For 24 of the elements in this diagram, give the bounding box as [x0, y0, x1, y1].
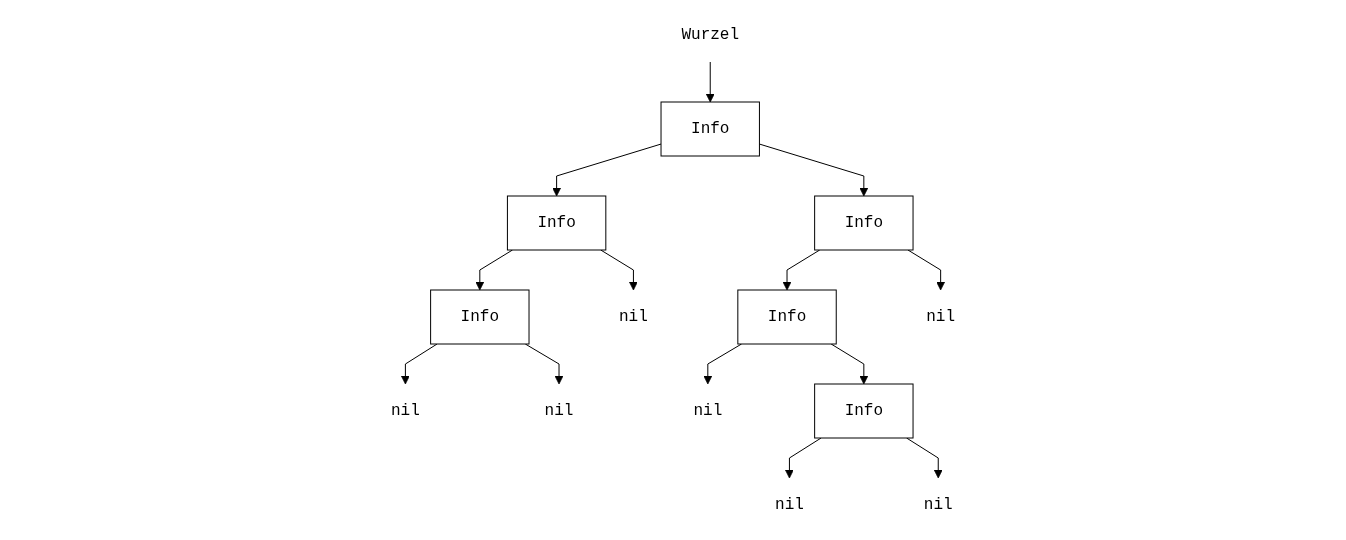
node-text: nil: [774, 496, 804, 514]
node-text: nil: [390, 402, 420, 420]
node-text: nil: [618, 308, 648, 326]
arrow: [785, 437, 822, 479]
node-box: Info: [506, 195, 607, 251]
node-box: Info: [814, 383, 914, 439]
arrow: [475, 249, 513, 291]
arrow: [907, 249, 945, 291]
arrow: [906, 437, 943, 479]
node-text: Wurzel: [681, 26, 739, 44]
node-text: nil: [923, 496, 953, 514]
node-text: nil: [926, 308, 956, 326]
node-box: Info: [737, 289, 837, 345]
arrow: [552, 143, 662, 197]
arrow: [705, 61, 715, 103]
node-box: Info: [660, 101, 760, 157]
arrow: [600, 249, 638, 291]
arrow: [703, 343, 742, 385]
node-box: Info: [430, 289, 530, 345]
node-text: nil: [544, 402, 574, 420]
node-box: Info: [814, 195, 914, 251]
arrow: [400, 343, 438, 385]
node-text: nil: [693, 402, 723, 420]
arrow: [758, 143, 869, 197]
